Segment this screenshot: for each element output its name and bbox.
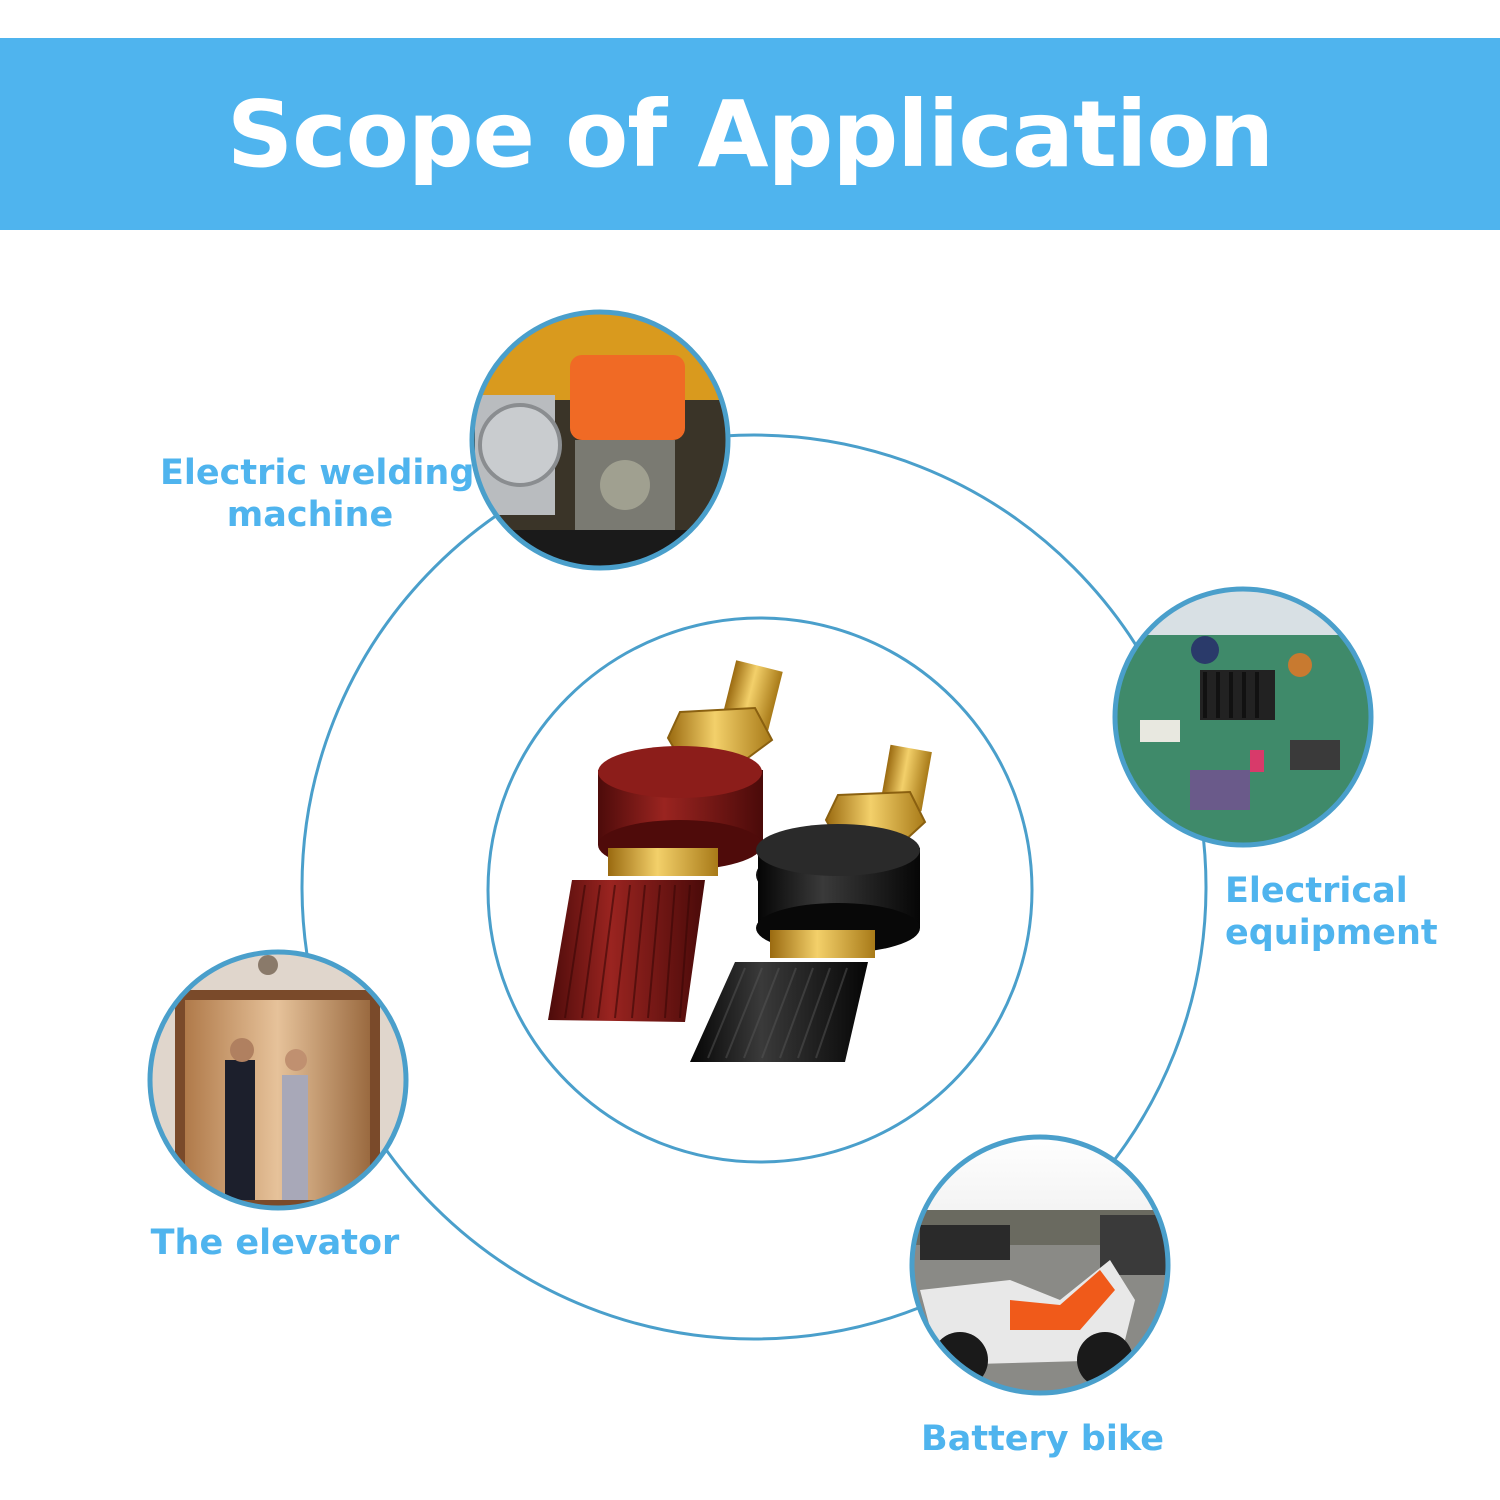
motorcycle-photo xyxy=(909,1134,1171,1396)
title-banner: Scope of Application xyxy=(0,38,1500,230)
label-line: machine xyxy=(226,495,394,535)
label-line: Electrical xyxy=(1225,871,1408,911)
circuit-board-photo xyxy=(1112,586,1374,848)
black-terminal-image xyxy=(690,744,932,1062)
page-title: Scope of Application xyxy=(226,80,1274,188)
red-terminal-image xyxy=(548,660,783,1022)
label-line: Battery bike xyxy=(921,1419,1164,1459)
generator-photo xyxy=(469,309,731,571)
outer-ring xyxy=(300,433,1208,1341)
label-elevator: The elevator xyxy=(150,1222,400,1264)
label-battery-bike: Battery bike xyxy=(915,1418,1170,1460)
elevator-photo xyxy=(147,949,409,1211)
inner-ring xyxy=(486,616,1034,1164)
label-electric-welding-machine: Electric welding machine xyxy=(160,452,475,536)
label-electrical-equipment: Electrical equipment xyxy=(1225,870,1440,954)
label-line: The elevator xyxy=(150,1223,400,1263)
label-line: equipment xyxy=(1225,913,1438,953)
label-line: Electric welding xyxy=(160,453,475,493)
